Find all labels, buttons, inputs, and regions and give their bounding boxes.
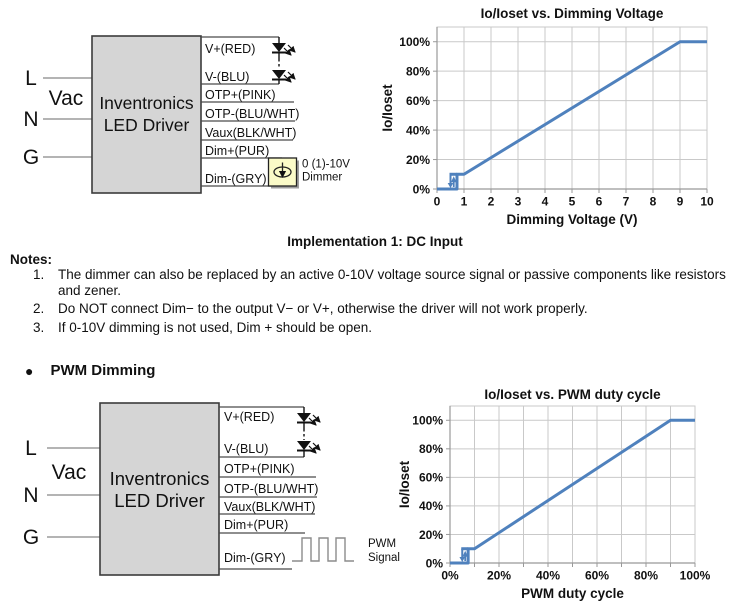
note-text: The dimmer can also be replaced by an ac… — [58, 267, 726, 298]
driver-name-line2: LED Driver — [104, 115, 190, 135]
driver-name-line1: Inventronics — [99, 93, 194, 113]
x-tick-label: 80% — [634, 569, 658, 583]
x-tick-label: 1 — [461, 195, 468, 209]
pwm-dimming-diagram: L Vac N G Inventronics LED Driver V+(RED… — [23, 402, 400, 576]
pwm-signal-label-line2: Signal — [368, 552, 400, 564]
output-label-dim-minus: Dim-(GRY) — [205, 172, 267, 186]
y-tick-label: 0% — [426, 556, 444, 570]
pwm-signal-label-line1: PWM — [368, 538, 396, 550]
x-tick-label: 60% — [585, 569, 609, 583]
output-label-otp-minus: OTP-(BLU/WHT) — [224, 482, 318, 496]
input-label-vac: Vac — [52, 461, 87, 484]
output-label-otp-plus: OTP+(PINK) — [224, 462, 295, 476]
output-label-vminus: V-(BLU) — [205, 70, 249, 84]
y-tick-label: 40% — [419, 499, 443, 513]
note-item-2: 2. Do NOT connect Dim− to the output V− … — [33, 301, 738, 317]
bullet-icon: ● — [25, 362, 34, 379]
x-tick-label: 100% — [680, 569, 711, 583]
x-axis-title: PWM duty cycle — [521, 586, 624, 601]
up-arrow-icon — [462, 550, 468, 557]
chart-title: Io/Ioset vs. Dimming Voltage — [481, 6, 664, 21]
y-tick-label: 0% — [413, 182, 431, 196]
input-label-neutral: N — [23, 108, 38, 131]
dimmer-label-line2: Dimmer — [302, 172, 342, 184]
led-string-icon — [297, 407, 321, 457]
dimmer-icon — [267, 157, 299, 189]
dimmer-label-line1: 0 (1)-10V — [302, 159, 350, 171]
x-axis-title: Dimming Voltage (V) — [506, 212, 637, 227]
note-text: If 0-10V dimming is not used, Dim + shou… — [58, 320, 373, 335]
note-item-1: 1. The dimmer can also be replaced by an… — [33, 267, 738, 298]
y-tick-label: 80% — [419, 442, 443, 456]
input-label-live: L — [25, 67, 37, 90]
input-label-ground: G — [23, 526, 39, 549]
output-label-vminus: V-(BLU) — [224, 442, 268, 456]
note-item-3: 3. If 0-10V dimming is not used, Dim + s… — [33, 320, 738, 336]
led-string-icon — [272, 37, 296, 84]
chart-pwm-duty-cycle: 0% 20% 40% 60% 80% 100% 0% 20% 40% 60% 80% 100% Io/I… — [397, 387, 711, 601]
dc-dimming-diagram: L Vac N G Inventronics LED Driver V+(RED… — [23, 35, 350, 194]
series-line — [450, 418, 695, 565]
x-tick-label: 6 — [596, 195, 603, 209]
x-tick-label: 0% — [441, 569, 459, 583]
pwm-wave-icon — [292, 537, 354, 562]
input-label-live: L — [25, 437, 37, 460]
y-tick-label: 20% — [406, 153, 430, 167]
output-label-dim-plus: Dim+(PUR) — [224, 518, 288, 532]
y-axis-title: Io/Ioset — [397, 460, 412, 508]
note-text: Do NOT connect Dim− to the output V− or … — [58, 301, 588, 316]
y-tick-label: 80% — [406, 64, 430, 78]
pwm-heading-label: PWM Dimming — [50, 362, 156, 379]
notes-header: Notes: — [10, 252, 53, 267]
output-label-vplus: V+(RED) — [224, 410, 274, 424]
input-label-ground: G — [23, 146, 39, 169]
note-number: 1. — [33, 267, 45, 282]
x-tick-label: 3 — [515, 195, 522, 209]
x-tick-label: 2 — [488, 195, 495, 209]
output-label-vplus: V+(RED) — [205, 42, 255, 56]
pwm-dimming-heading: ● PWM Dimming — [25, 362, 155, 379]
x-tick-label: 40% — [536, 569, 560, 583]
down-arrow-icon — [459, 557, 466, 562]
x-tick-label: 4 — [542, 195, 549, 209]
x-tick-label: 8 — [650, 195, 657, 209]
y-tick-label: 20% — [419, 528, 443, 542]
y-tick-label: 100% — [399, 35, 430, 49]
x-tick-label: 10 — [700, 195, 714, 209]
input-label-vac: Vac — [49, 87, 84, 110]
output-label-vaux: Vaux(BLK/WHT) — [224, 500, 315, 514]
x-tick-label: 5 — [569, 195, 576, 209]
output-label-dim-minus: Dim-(GRY) — [224, 551, 286, 565]
y-tick-label: 60% — [406, 94, 430, 108]
y-tick-label: 60% — [419, 471, 443, 485]
x-tick-label: 0 — [434, 195, 441, 209]
x-tick-label: 20% — [487, 569, 511, 583]
output-label-dim-plus: Dim+(PUR) — [205, 144, 269, 158]
output-label-otp-minus: OTP-(BLU/WHT) — [205, 107, 299, 121]
down-arrow-icon — [447, 183, 454, 188]
y-tick-label: 100% — [412, 414, 443, 428]
driver-name-line1: Inventronics — [110, 468, 210, 489]
output-label-otp-plus: OTP+(PINK) — [205, 88, 276, 102]
input-label-neutral: N — [23, 484, 38, 507]
note-number: 2. — [33, 301, 45, 316]
driver-name-line2: LED Driver — [114, 490, 204, 511]
x-tick-label: 9 — [677, 195, 684, 209]
led-driver-box — [91, 35, 202, 194]
led-driver-box — [99, 402, 220, 576]
y-tick-label: 40% — [406, 123, 430, 137]
x-tick-label: 7 — [623, 195, 630, 209]
implementation-caption: Implementation 1: DC Input — [287, 234, 463, 249]
note-number: 3. — [33, 320, 45, 335]
chart-title: Io/Ioset vs. PWM duty cycle — [484, 387, 661, 402]
up-arrow-icon — [450, 176, 457, 183]
output-label-vaux: Vaux(BLK/WHT) — [205, 126, 296, 140]
y-axis-title: Io/Ioset — [380, 84, 395, 132]
series-line — [437, 40, 707, 191]
